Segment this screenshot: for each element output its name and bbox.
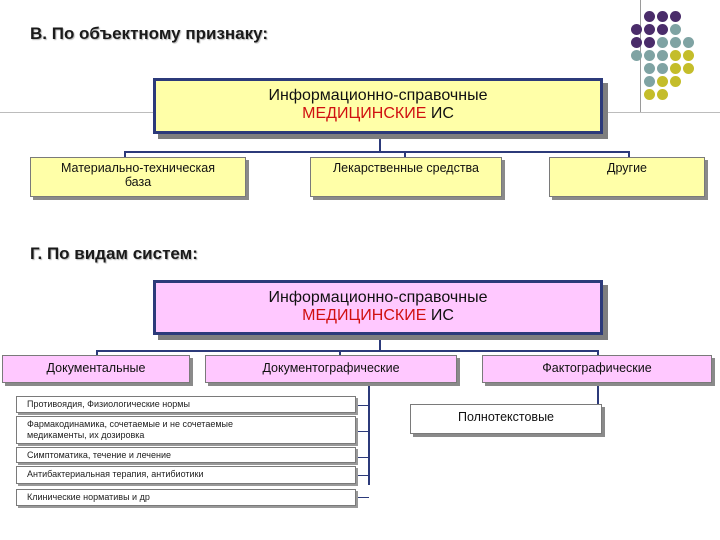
decor-dot [644, 24, 655, 35]
section-b-heading: В. По объектному признаку: [30, 24, 269, 43]
connector [356, 405, 369, 406]
connector [356, 497, 369, 498]
decor-dot [683, 50, 694, 61]
connector [368, 383, 370, 485]
section-g-heading: Г. По видам систем: [30, 244, 198, 263]
main-box-suffix: ИС [426, 307, 454, 325]
main-box-suffix: ИС [426, 105, 454, 123]
connector [124, 151, 630, 153]
list-item: Фармакодинамика, сочетаемые и не сочетае… [16, 416, 356, 444]
section-b-child-drugs: Лекарственные средства [310, 157, 502, 197]
list-item: Симптоматика, течение и лечение [16, 447, 356, 463]
section-b-child-other: Другие [549, 157, 705, 197]
child-line1: Лекарственные средства [332, 161, 480, 175]
child-label: Документографические [262, 361, 400, 375]
section-g-child-factographic: Фактографические [482, 355, 712, 383]
list-item-text: Клинические нормативы и др [27, 492, 150, 502]
connector [379, 134, 381, 152]
main-box-line1: Информационно-справочные [268, 87, 488, 104]
main-box-line1: Информационно-справочные [268, 289, 488, 306]
child-line1: Материально-техническая [60, 161, 216, 175]
list-item-text: медикаменты, их дозировка [27, 429, 145, 440]
list-item-text: Фармакодинамика, сочетаемые и не сочетае… [27, 419, 234, 429]
main-box-line2: МЕДИЦИНСКИЕ ИС [156, 307, 600, 325]
main-box-highlight: МЕДИЦИНСКИЕ [302, 105, 427, 123]
main-box-highlight: МЕДИЦИНСКИЕ [302, 307, 427, 325]
connector [96, 350, 98, 355]
connector [628, 151, 630, 157]
list-item-text: Антибактериальная терапия, антибиотики [27, 469, 204, 479]
decor-dot [657, 89, 668, 100]
decor-dot [657, 24, 668, 35]
list-item: Антибактериальная терапия, антибиотики [16, 466, 356, 484]
connector [339, 350, 341, 355]
decor-dot [657, 37, 668, 48]
decor-dot [657, 76, 668, 87]
main-box-line2: МЕДИЦИНСКИЕ ИС [156, 105, 600, 123]
decor-dot [683, 63, 694, 74]
decor-dot [644, 63, 655, 74]
child-label: Документальные [46, 361, 146, 375]
connector [96, 350, 599, 352]
decor-dot [657, 50, 668, 61]
decor-dot [670, 24, 681, 35]
child-line2: база [124, 175, 152, 190]
connector [124, 151, 126, 157]
connector [356, 457, 369, 458]
section-g-main-box: Информационно-справочные МЕДИЦИНСКИЕ ИС [153, 280, 603, 335]
decor-dot [670, 11, 681, 22]
decor-dot [657, 11, 668, 22]
section-b-main-box: Информационно-справочные МЕДИЦИНСКИЕ ИС [153, 78, 603, 134]
decor-dot [631, 24, 642, 35]
connector [379, 335, 381, 351]
section-b-child-material: Материально-техническая база [30, 157, 246, 197]
decor-dot [631, 50, 642, 61]
decor-dot [683, 37, 694, 48]
decor-dot [631, 37, 642, 48]
connector [597, 350, 599, 355]
child-line1: Другие [606, 161, 648, 175]
decor-dot [644, 37, 655, 48]
decor-dot [644, 50, 655, 61]
decor-dot [670, 50, 681, 61]
connector [356, 431, 369, 432]
list-item-text: Симптоматика, течение и лечение [27, 450, 172, 460]
decor-dot [670, 76, 681, 87]
list-item-text: Противоядия, Физиологические нормы [27, 399, 190, 409]
section-g-child-documentographic: Документографические [205, 355, 457, 383]
section-g-child-documental: Документальные [2, 355, 190, 383]
connector [356, 475, 369, 476]
decor-dot [644, 89, 655, 100]
list-item: Противоядия, Физиологические нормы [16, 396, 356, 413]
decor-dot [644, 76, 655, 87]
list-item: Клинические нормативы и др [16, 489, 356, 506]
child-label: Фактографические [542, 361, 652, 375]
decor-dot [670, 63, 681, 74]
decor-dot [670, 37, 681, 48]
fulltext-label: Полнотекстовые [457, 410, 555, 424]
decor-dot [644, 11, 655, 22]
connector [597, 383, 599, 404]
decor-dot [657, 63, 668, 74]
connector [404, 151, 406, 157]
fulltext-box: Полнотекстовые [410, 404, 602, 434]
